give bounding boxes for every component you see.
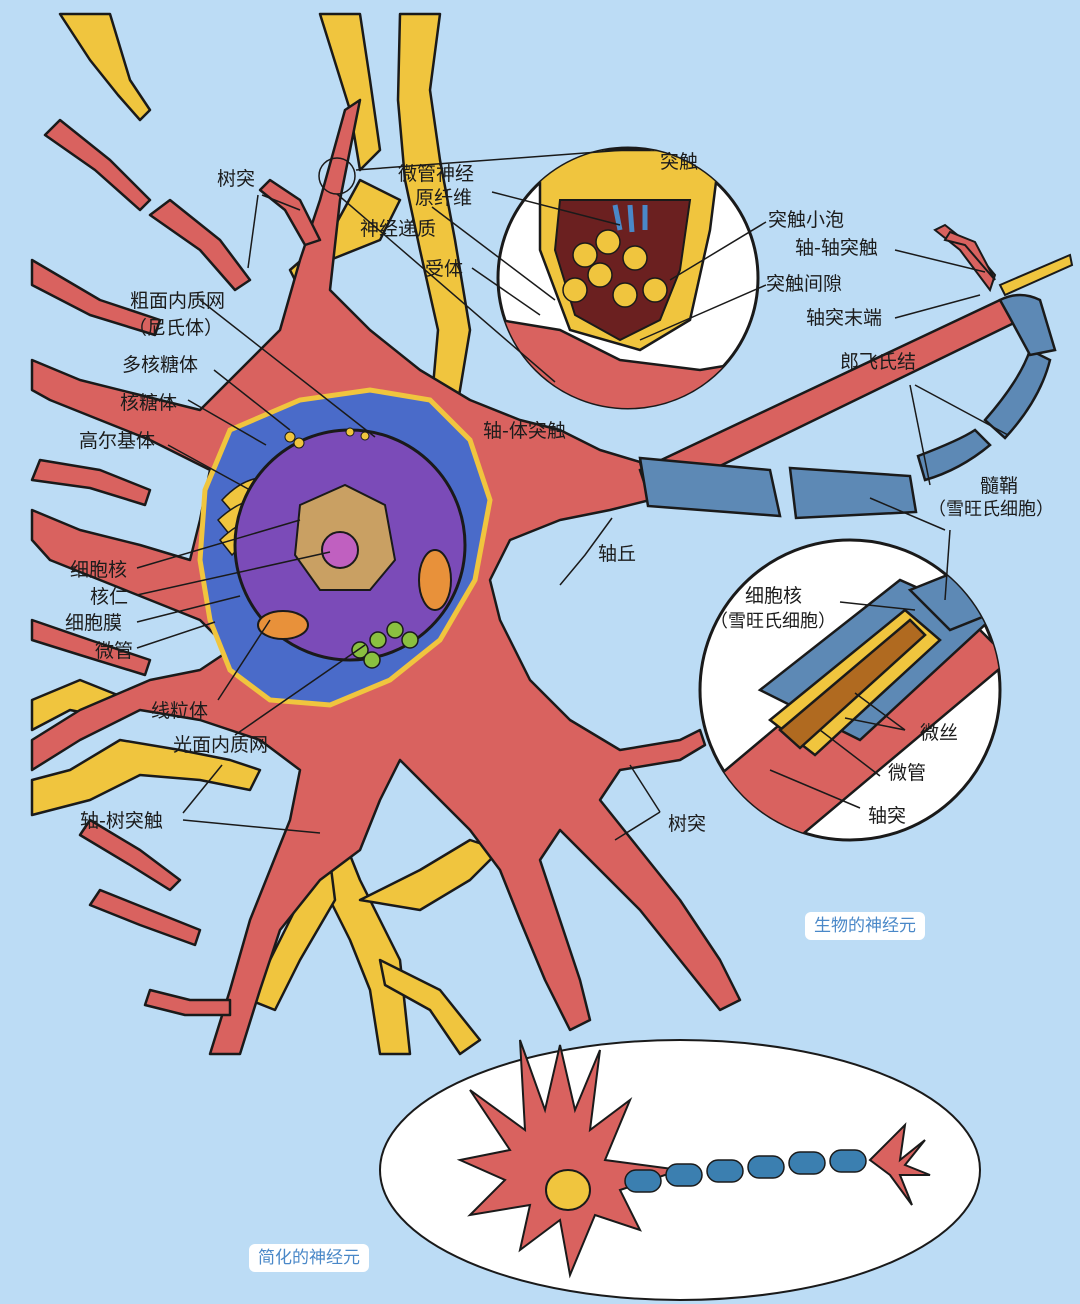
label-microfilament: 微丝	[920, 722, 958, 744]
label-smooth-er: 光面内质网	[173, 734, 268, 756]
synapse-inset	[496, 146, 760, 410]
axon-inset	[698, 538, 1002, 842]
label-microtubule-neurofibril-1: 微管神经	[398, 163, 474, 185]
label-microtubule-neurofibril-2: 原纤维	[415, 187, 472, 209]
label-cell-membrane: 细胞膜	[65, 612, 122, 634]
mitochondrion	[257, 610, 309, 640]
synaptic-vesicles	[562, 229, 668, 308]
label-neurotransmitter: 神经递质	[360, 218, 436, 240]
caption-simplified: 简化的神经元	[249, 1244, 369, 1272]
label-axon: 轴突	[868, 805, 906, 827]
label-synaptic-vesicle: 突触小泡	[768, 209, 844, 231]
smooth-er	[351, 621, 419, 669]
label-microtubule: 微管	[95, 640, 133, 662]
label-receptor: 受体	[425, 258, 463, 280]
label-schwann-nucleus-1: 细胞核	[745, 585, 802, 607]
label-schwann-cell: （雪旺氏细胞）	[928, 499, 1054, 520]
label-node-ranvier: 郎飞氏结	[840, 351, 916, 373]
ribosomes	[284, 427, 370, 449]
label-golgi: 高尔基体	[79, 430, 155, 452]
label-nucleolus: 核仁	[90, 586, 128, 608]
axon-myelinated	[638, 293, 1057, 520]
label-rough-er: 粗面内质网	[130, 290, 225, 312]
label-inset-microtubule: 微管	[888, 762, 926, 784]
label-axosomatic: 轴-体突触	[483, 420, 566, 442]
caption-biological: 生物的神经元	[805, 912, 925, 940]
nucleolus	[321, 531, 359, 569]
label-axon-hillock: 轴丘	[598, 543, 636, 565]
microtubule-fibrils	[612, 204, 648, 233]
label-nucleus: 细胞核	[70, 559, 127, 581]
simplified-neuron	[379, 1039, 981, 1301]
label-axodendritic: 轴-树突触	[80, 810, 163, 832]
neuron-main	[30, 12, 742, 1056]
labels: 树突 粗面内质网 （尼氏体） 多核糖体 核糖体 高尔基体 细胞核 核仁 细胞膜 …	[65, 151, 1054, 835]
label-polyribosome: 多核糖体	[122, 354, 198, 376]
label-axon-terminal: 轴突末端	[806, 307, 882, 329]
label-dendrite-bottom: 树突	[668, 813, 706, 835]
label-synapse: 突触	[660, 151, 698, 173]
label-schwann-nucleus-2: （雪旺氏细胞）	[710, 611, 836, 632]
label-myelin-sheath: 髓鞘	[980, 475, 1018, 497]
label-nissl: （尼氏体）	[128, 317, 223, 339]
label-axoaxonic: 轴-轴突触	[795, 237, 878, 259]
axon-terminal	[933, 223, 1074, 297]
label-dendrite-top: 树突	[217, 168, 255, 190]
label-mitochondrion: 线粒体	[151, 700, 208, 722]
leader-lines	[136, 149, 1009, 841]
label-ribosome: 核糖体	[120, 392, 177, 414]
label-synaptic-cleft: 突触间隙	[766, 273, 842, 295]
mitochondrion	[418, 549, 452, 611]
